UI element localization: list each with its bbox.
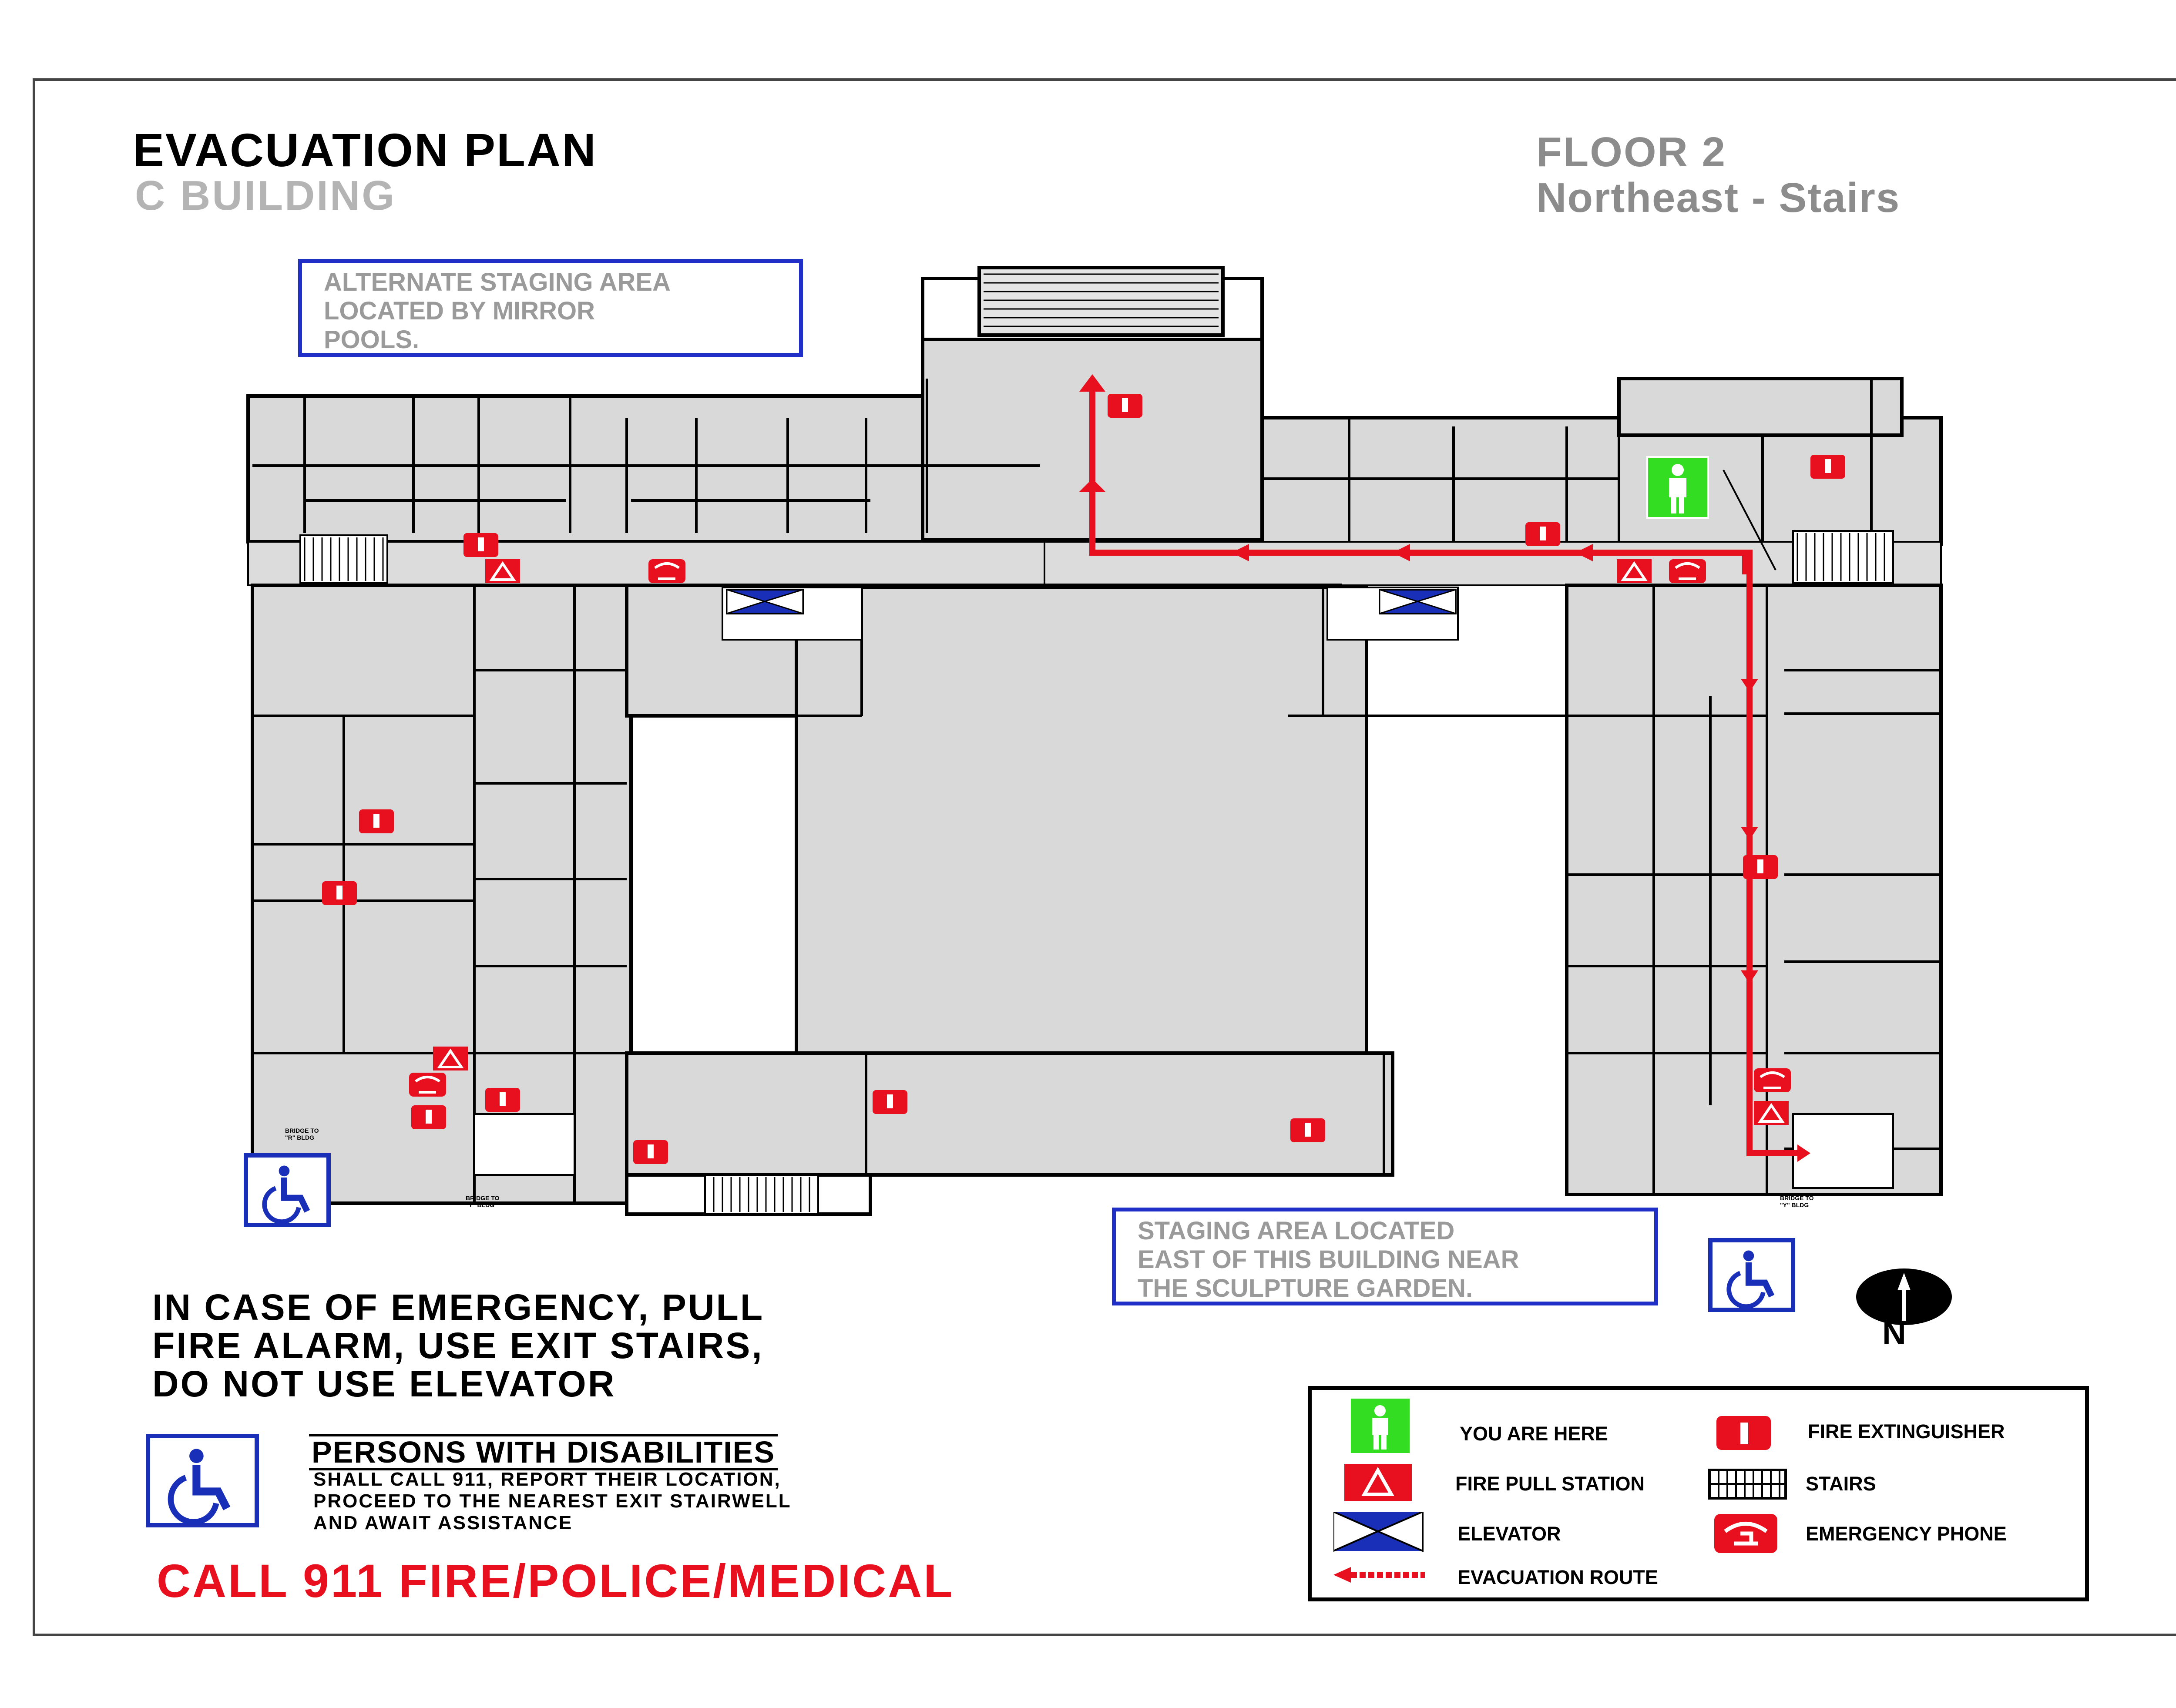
emergency-phone-icon [409,559,1791,1097]
building-name: C BUILDING [135,172,396,219]
legend-elevator: ELEVATOR [1457,1523,1561,1545]
floor-label: FLOOR 2 [1536,129,1727,175]
you-are-here-icon [1646,456,1776,570]
accessibility-icon [1708,1238,1795,1312]
north-right-rooms [1260,416,1943,546]
accessibility-icon [146,1434,259,1527]
legend-fire-pull-station: FIRE PULL STATION [1455,1473,1645,1495]
stairs-icon [1708,1469,1787,1500]
north-left-rooms [246,394,1046,544]
plan-title: EVACUATION PLAN [133,124,597,176]
legend-you-are-here: YOU ARE HERE [1460,1423,1608,1445]
fire-pull-station-icon [1344,1464,1412,1501]
elevator-icon [1333,1512,1424,1553]
legend-stairs: STAIRS [1806,1473,1876,1495]
atrium [795,586,1368,1068]
north-corridor-right [1044,541,1942,586]
legend: YOU ARE HERE FIRE EXTINGUISHER FIRE PULL… [1308,1386,2089,1601]
north-arrow-icon [1856,1268,1952,1325]
fire-pull-station-icon [433,559,1789,1125]
accessibility-icon [244,1153,331,1227]
call-911-line: CALL 911 FIRE/POLICE/MEDICAL [157,1554,954,1607]
tower-stairs [977,266,1225,337]
legend-fire-extinguisher: FIRE EXTINGUISHER [1808,1420,2005,1443]
location-label: Northeast - Stairs [1536,174,1901,221]
evacuation-route-icon [1333,1567,1425,1583]
north-right-top-rooms [1617,377,1904,437]
bridge-y-left-label: BRIDGE TO "Y" BLDG [466,1195,500,1208]
emergency-instructions: IN CASE OF EMERGENCY, PULL FIRE ALARM, U… [152,1287,765,1404]
emergency-phone-icon [1714,1514,1777,1553]
legend-emergency-phone: EMERGENCY PHONE [1806,1523,2007,1545]
west-wing [251,584,633,1205]
bridge-r-label: BRIDGE TO "R" BLDG [285,1127,319,1141]
page-frame [33,78,2176,1636]
fire-extinguisher-icon [322,394,1845,1164]
disabilities-instructions: SHALL CALL 911, REPORT THEIR LOCATION, P… [313,1469,792,1534]
bridge-y-right-label: BRIDGE TO "Y" BLDG [1780,1195,1814,1208]
disabilities-heading: PERSONS WITH DISABILITIES [309,1434,778,1470]
you-are-here-icon [1351,1399,1410,1453]
elevator-icon [726,588,1457,615]
legend-evacuation-route: EVACUATION ROUTE [1457,1566,1658,1588]
north-label: N [1882,1315,1906,1352]
south-center [625,1051,1394,1177]
fire-extinguisher-icon [1716,1416,1771,1450]
staging-area-note: STAGING AREA LOCATED EAST OF THIS BUILDI… [1112,1208,1658,1305]
alternate-staging-note: ALTERNATE STAGING AREA LOCATED BY MIRROR… [298,259,803,357]
evacuation-route [1089,383,1797,1156]
east-wing [1565,584,1943,1196]
